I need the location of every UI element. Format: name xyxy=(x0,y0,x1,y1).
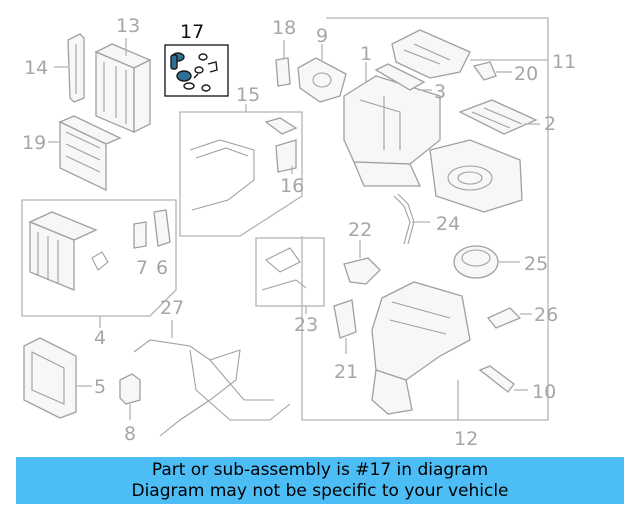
part-13-heater-core xyxy=(94,38,152,134)
part-20-sensor xyxy=(472,61,512,81)
callout-2: 2 xyxy=(544,113,556,135)
part-18-clip xyxy=(275,40,291,87)
callout-9: 9 xyxy=(316,25,328,47)
callout-15: 15 xyxy=(236,84,260,106)
callout-4: 4 xyxy=(94,327,106,349)
part-24-hose xyxy=(393,193,430,245)
part-11-distribution xyxy=(391,29,548,79)
info-banner: Part or sub-assembly is #17 in diagram D… xyxy=(16,457,624,504)
callout-19: 19 xyxy=(22,132,46,154)
part-9-actuator xyxy=(297,44,347,103)
callout-23: 23 xyxy=(294,314,318,336)
part-2-filter xyxy=(458,99,540,135)
banner-line-2: Diagram may not be specific to your vehi… xyxy=(131,481,509,501)
callout-20: 20 xyxy=(514,63,538,85)
callout-1: 1 xyxy=(360,43,372,65)
part-15-group xyxy=(179,104,303,237)
callout-8: 8 xyxy=(124,423,136,445)
part-23-group xyxy=(255,237,325,314)
callout-7: 7 xyxy=(136,257,148,279)
part-26-filter-door xyxy=(486,307,532,329)
callout-3: 3 xyxy=(434,81,446,103)
callout-17: 17 xyxy=(180,21,204,43)
blower-housing xyxy=(429,139,523,213)
callout-14: 14 xyxy=(24,57,48,79)
part-21-door xyxy=(333,299,357,354)
banner-line-1: Part or sub-assembly is #17 in diagram xyxy=(151,460,489,480)
callout-26: 26 xyxy=(534,304,558,326)
part-5-gasket xyxy=(23,337,92,419)
callout-24: 24 xyxy=(436,213,460,235)
callout-11: 11 xyxy=(552,51,576,73)
lower-housing xyxy=(371,281,471,420)
part-3-flap xyxy=(374,63,432,91)
part-19-evaporator xyxy=(48,115,122,192)
callout-5: 5 xyxy=(94,376,106,398)
callout-13: 13 xyxy=(116,15,140,37)
part-4-group xyxy=(21,199,177,328)
part-22-actuator xyxy=(343,240,381,285)
part-14-bracket xyxy=(54,33,85,103)
callout-22: 22 xyxy=(348,219,372,241)
part-17-highlighted xyxy=(164,44,229,97)
callout-25: 25 xyxy=(524,253,548,275)
part-1-housing xyxy=(343,62,441,187)
part-25-blower-motor xyxy=(453,245,520,279)
callout-16: 16 xyxy=(280,175,304,197)
part-27-harness xyxy=(133,320,291,437)
callout-10: 10 xyxy=(532,381,556,403)
callout-18: 18 xyxy=(272,17,296,39)
part-10-sensor xyxy=(478,365,528,393)
callout-21: 21 xyxy=(334,361,358,383)
part-8-bracket xyxy=(119,373,141,420)
callout-12: 12 xyxy=(454,428,478,450)
callout-27: 27 xyxy=(160,297,184,319)
callout-6: 6 xyxy=(156,257,168,279)
